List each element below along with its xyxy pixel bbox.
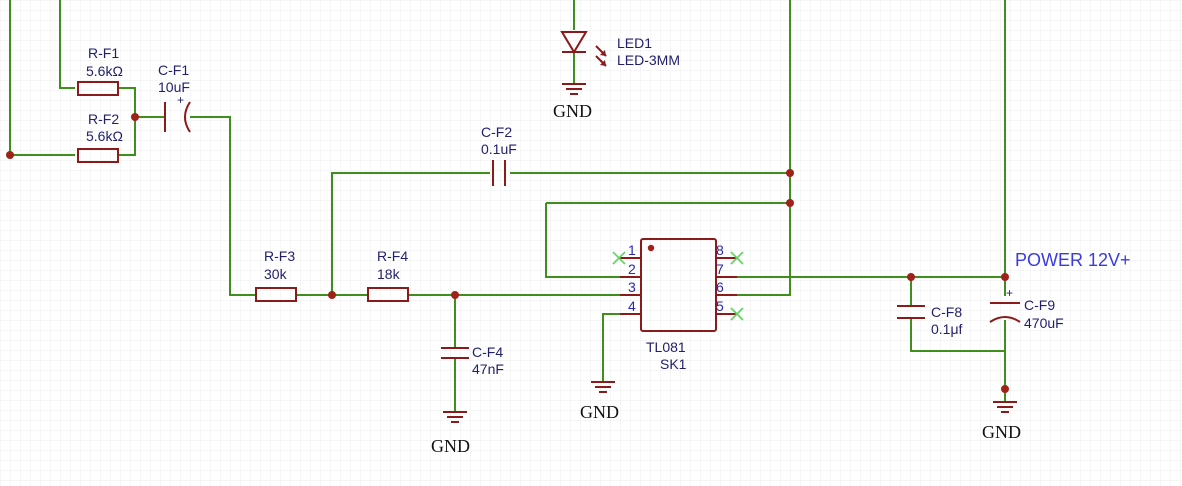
power-net-label: POWER 12V+	[1015, 250, 1131, 270]
resistor-r-f1	[77, 81, 119, 96]
ic-pin-1: 1	[628, 242, 636, 258]
cf9-value-label: 470uF	[1024, 315, 1064, 331]
cf4-ref-label: C-F4	[472, 344, 503, 360]
gnd-label-cf4: GND	[431, 436, 470, 456]
ic-pin-4: 4	[628, 298, 636, 314]
rf4-value-label: 18k	[377, 266, 401, 282]
ic-tl081: 1 2 3 4 5 6 7 8	[620, 238, 737, 332]
rf2-value-label: 5.6kΩ	[86, 128, 123, 144]
led-diode	[560, 31, 607, 67]
resistor-r-f3	[255, 287, 297, 302]
resistor-r-f2	[77, 148, 119, 163]
led1-ref-label: LED1	[617, 35, 652, 51]
cf2-ref-label: C-F2	[481, 124, 512, 140]
ic-pin-3: 3	[628, 279, 636, 295]
cf8-ref-label: C-F8	[931, 304, 962, 320]
capacitor-c-f8	[897, 305, 925, 319]
ground-symbol-ic	[591, 381, 615, 393]
capacitor-c-f1: +	[164, 93, 191, 133]
capacitor-c-f4	[441, 347, 469, 359]
ground-symbol-led	[562, 83, 586, 95]
capacitor-c-f2	[492, 160, 506, 186]
rf4-ref-label: R-F4	[377, 248, 408, 264]
junction-dots	[6, 113, 1009, 393]
cf1-value-label: 10uF	[158, 79, 190, 95]
cf9-ref-label: C-F9	[1024, 297, 1055, 313]
rf2-ref-label: R-F2	[88, 111, 119, 127]
rf3-value-label: 30k	[264, 266, 288, 282]
svg-text:+: +	[1006, 286, 1013, 300]
ic-part-label: TL081	[646, 339, 686, 355]
ic-ref-label: SK1	[660, 356, 687, 372]
ground-symbol-cf4	[443, 411, 467, 423]
ic-pin-8: 8	[716, 242, 724, 258]
led1-value-label: LED-3MM	[617, 52, 680, 68]
ground-symbol-power	[993, 401, 1017, 413]
ic-pin-6: 6	[716, 279, 724, 295]
ic-pin-2: 2	[628, 261, 636, 277]
no-connect-markers	[612, 251, 744, 321]
cf1-ref-label: C-F1	[158, 62, 189, 78]
ic-pin-7: 7	[716, 261, 724, 277]
gnd-label-ic: GND	[580, 402, 619, 422]
rf3-ref-label: R-F3	[264, 248, 295, 264]
capacitor-c-f9: +	[989, 286, 1021, 323]
svg-text:+: +	[177, 93, 184, 107]
rf1-value-label: 5.6kΩ	[86, 63, 123, 79]
gnd-label-led: GND	[553, 101, 592, 121]
resistor-r-f4	[367, 287, 409, 302]
ic-pin-5: 5	[716, 298, 724, 314]
cf8-value-label: 0.1μf	[931, 321, 963, 337]
rf1-ref-label: R-F1	[88, 45, 119, 61]
gnd-label-power: GND	[982, 422, 1021, 442]
cf2-value-label: 0.1uF	[481, 141, 517, 157]
cf4-value-label: 47nF	[472, 361, 504, 377]
